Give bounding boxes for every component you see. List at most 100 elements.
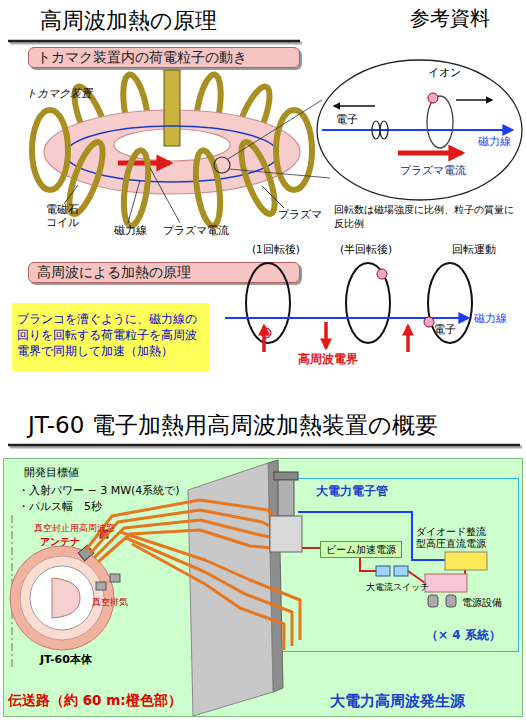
part-label: プラズマ — [278, 208, 322, 222]
switch-unit — [394, 566, 408, 576]
coil — [68, 83, 117, 162]
front-coils — [32, 110, 312, 227]
callout-ellipse — [317, 60, 522, 200]
part-label: 磁力線 — [474, 312, 507, 326]
vessel-chamber — [30, 566, 94, 630]
rf-field-arrow — [324, 322, 328, 348]
leader-line — [262, 186, 284, 208]
power-wire — [408, 571, 425, 583]
ion-particle — [428, 93, 438, 103]
node-text: ・入射パワー − 3 MW(4系統で) — [18, 483, 180, 498]
stage-label: 回転運動 — [452, 243, 496, 257]
shield-wall — [188, 463, 273, 716]
antenna — [78, 545, 94, 560]
vessel-outer — [10, 546, 114, 650]
coil — [276, 110, 312, 190]
leader-line — [128, 180, 140, 223]
electron-particle — [261, 328, 271, 338]
node-text: 高周波による加熱の原理 — [29, 263, 299, 282]
node-text: 開発目標値 — [24, 465, 79, 480]
coil — [120, 149, 152, 227]
section-band: 高周波による加熱の原理 — [28, 262, 300, 283]
plasma-current-arrow — [398, 151, 462, 156]
field-line-arrow — [225, 317, 468, 319]
hv-cable — [298, 512, 445, 560]
vessel-inner — [20, 556, 104, 640]
rf-window — [100, 530, 108, 538]
page-note: 参考資料 — [410, 5, 490, 32]
power-cylinder — [428, 595, 438, 607]
jt60-system — [10, 460, 487, 716]
power-wire — [302, 547, 320, 549]
power-wire — [465, 570, 466, 583]
coil — [119, 73, 154, 152]
node-text: 大電力高周波発生源 — [330, 692, 465, 711]
waveguide — [132, 544, 284, 650]
tokamak-drawing — [32, 70, 330, 227]
leader-line — [150, 168, 180, 223]
system-panel: 開発目標値・入射パワー − 3 MW(4系統で)・パルス幅 5秒 （× 4 系統）… — [3, 458, 523, 717]
waveguide — [94, 520, 274, 558]
underline-shadow — [10, 446, 522, 449]
central-solenoid — [164, 70, 180, 146]
electron-particle — [377, 269, 387, 279]
zoom-leader — [228, 100, 322, 159]
power-cylinder — [446, 595, 456, 607]
electron-direction — [334, 105, 375, 107]
ion-orbit — [427, 96, 453, 148]
rf-field-arrow — [262, 326, 266, 352]
note-text: 回転数は磁場強度に比例、粒子の質量に反比例 — [334, 203, 522, 231]
field-line — [66, 126, 278, 182]
callout-outline — [316, 59, 523, 201]
node-text: ビーム加速電源 — [321, 542, 401, 557]
field-line-arrow — [322, 129, 512, 131]
electron-particle — [424, 317, 434, 327]
gyration-loop — [346, 263, 390, 343]
stage-label: (1回転後) — [252, 243, 300, 257]
note-box: ブランコを漕ぐように、磁力線の回りを回転する荷電粒子を高周波電界で同期して加速（… — [12, 303, 209, 371]
node-text: （× 4 系統） — [426, 627, 501, 644]
stage-label: (半回転後) — [340, 243, 392, 257]
waveguide — [90, 510, 274, 554]
node-text: イオン — [428, 65, 461, 80]
node-text: ・パルス幅 5秒 — [18, 499, 102, 514]
coil — [235, 139, 282, 218]
section-title: JT-60 電子加熱用高周波加熱装置の概要 — [28, 410, 438, 441]
zoom-leader — [229, 169, 330, 178]
zoom-callout: イオン電子磁力線プラズマ電流 — [316, 59, 523, 201]
page-title: 高周波加熱の原理 — [40, 6, 217, 36]
coil — [192, 149, 224, 227]
plasma-current-arrow — [118, 161, 170, 166]
gyration-loop — [246, 263, 290, 343]
back-coils — [68, 73, 277, 162]
node-text: 磁力線 — [478, 134, 511, 149]
electron-orbit — [372, 121, 380, 139]
dc-supply — [445, 552, 487, 570]
switch-unit — [376, 566, 390, 576]
node-text: ブランコを漕ぐように、磁力線の回りを回転する荷電粒子を高周波電界で同期して加速（… — [12, 303, 209, 359]
node-text: プラズマ電流 — [400, 163, 466, 178]
waveguide — [86, 500, 274, 550]
particle-callout — [322, 93, 512, 153]
power-equipment — [425, 574, 467, 592]
coil — [32, 110, 68, 190]
wall-side — [268, 460, 283, 692]
gyration-loop — [428, 263, 472, 343]
vacuum-pump — [110, 574, 120, 582]
transmission-lines — [86, 500, 300, 650]
coil — [63, 139, 110, 218]
zoom-marker — [214, 157, 230, 173]
title-underlines — [8, 41, 522, 447]
ion-direction — [456, 99, 492, 101]
part-label: 高周波電界 — [298, 352, 358, 367]
torus-plasma — [44, 110, 300, 194]
part-label: 電子 — [434, 323, 456, 337]
part-label: 磁力線 — [114, 224, 147, 238]
electron-orbit — [380, 121, 388, 139]
leader-line — [64, 185, 78, 204]
heating-principle — [225, 263, 472, 352]
center-line — [12, 515, 13, 668]
waveguide — [98, 530, 272, 562]
part-label: トカマク装置 — [26, 86, 92, 101]
